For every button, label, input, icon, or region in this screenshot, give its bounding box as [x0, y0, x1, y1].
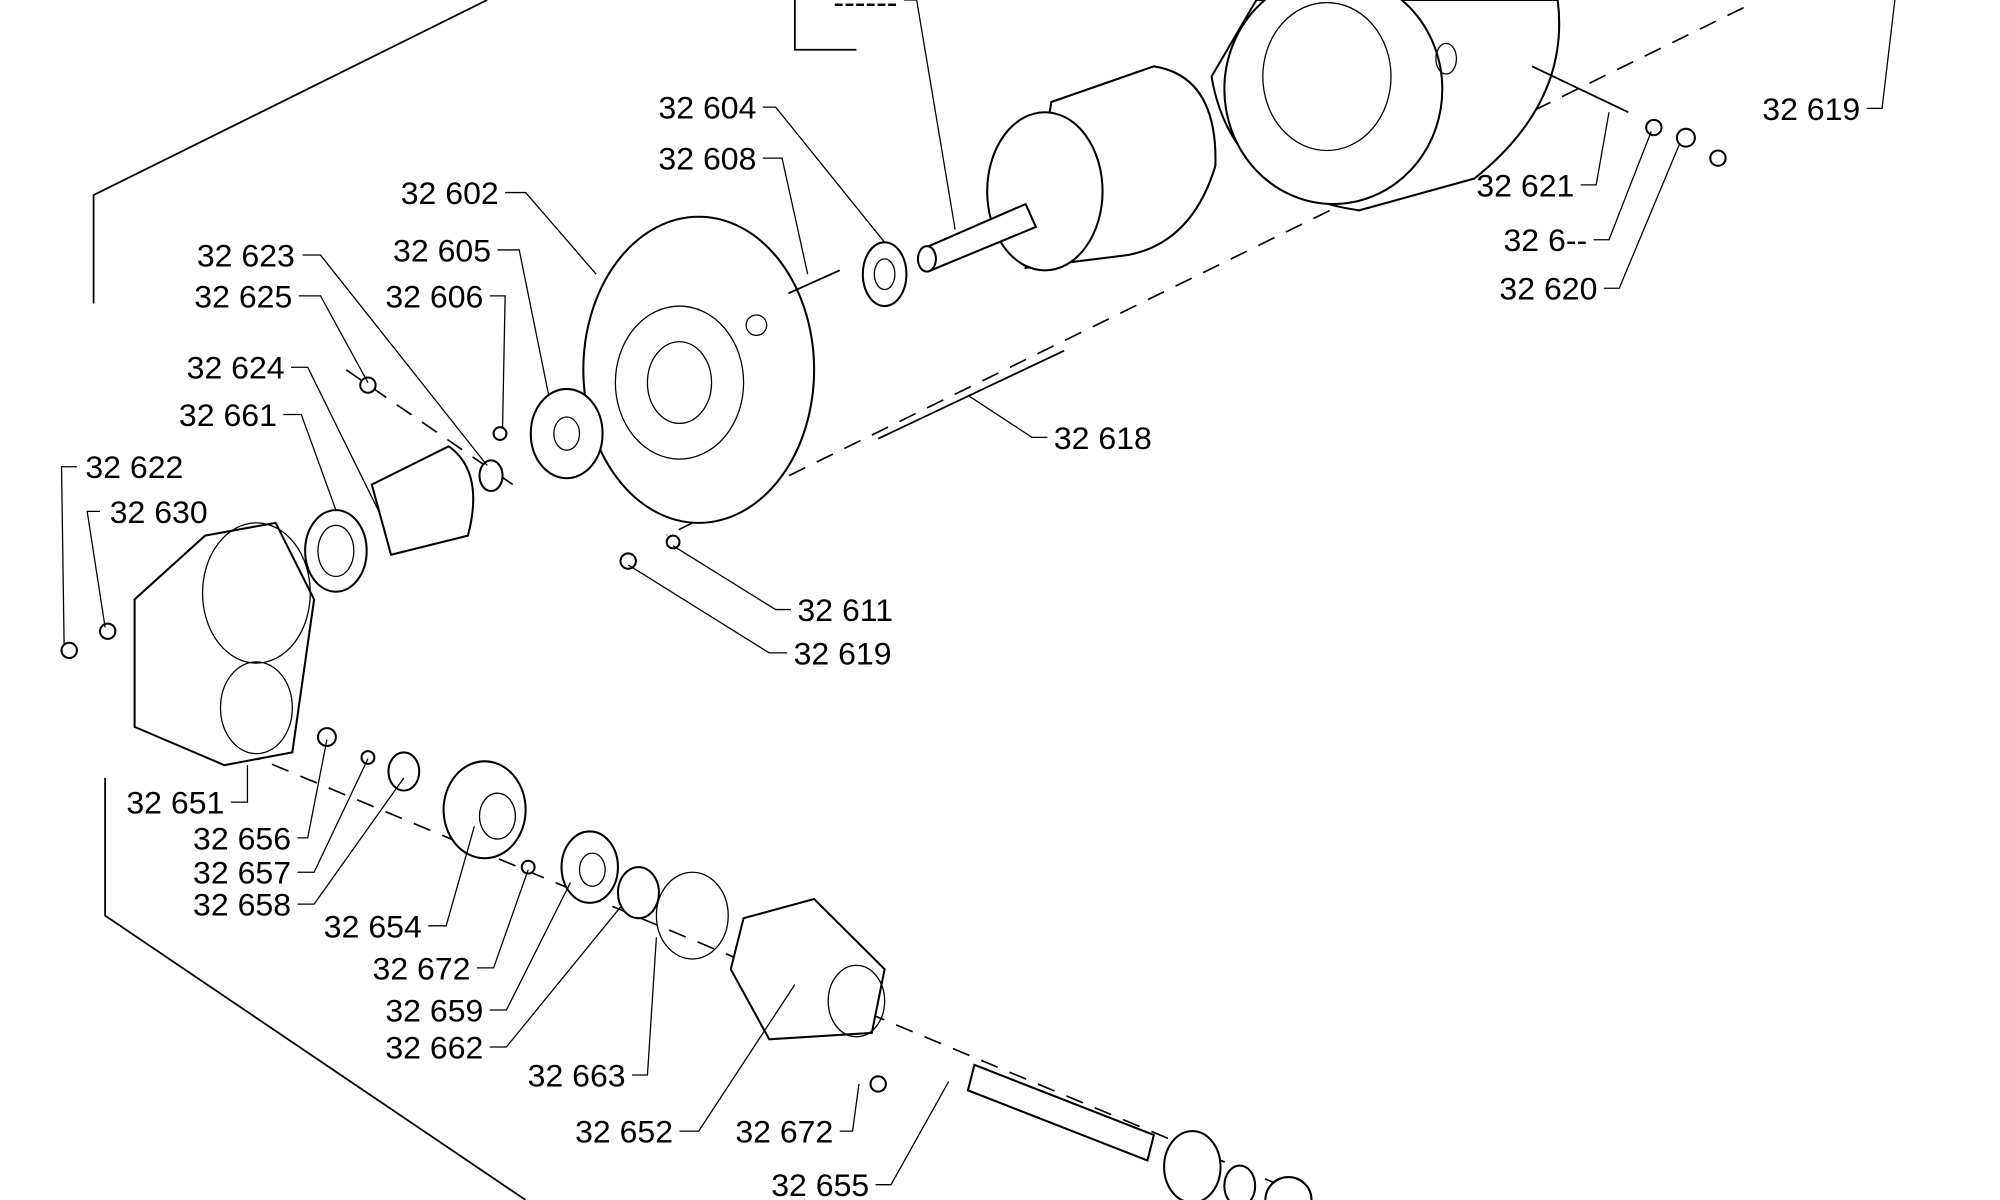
part-label: 32 604 [658, 90, 756, 126]
part-label: 32 625 [194, 278, 292, 314]
part-label: 32 658 [193, 887, 291, 923]
bearing [1163, 1130, 1222, 1200]
screw [316, 727, 337, 748]
part-label: 32 655 [771, 1167, 869, 1200]
bearing [861, 241, 908, 308]
part-label: 32 608 [658, 141, 756, 177]
o-ring [655, 871, 729, 960]
axis-upper [666, 6, 1744, 537]
plate [529, 387, 604, 480]
part-label: 32 620 [1499, 271, 1597, 307]
washer [1645, 118, 1663, 137]
tie-rod [877, 349, 1065, 440]
frame-line-top-left [92, 0, 488, 304]
gear [442, 760, 527, 860]
part-label: 32 602 [401, 175, 499, 211]
motor-housing [1210, 0, 1561, 212]
screw [869, 1075, 887, 1093]
circlip [478, 459, 504, 492]
part-label: 32 619 [1762, 91, 1860, 127]
spacer [1675, 127, 1696, 148]
output-shaft [966, 1063, 1156, 1162]
part-label: 32 651 [126, 785, 224, 821]
ring [1223, 1164, 1257, 1200]
disc [387, 751, 421, 792]
worm-shaft [370, 445, 475, 556]
part-label: 32 672 [373, 950, 471, 986]
screw [788, 269, 841, 295]
part-label: 32 657 [193, 855, 291, 891]
part-label: ------ [833, 0, 897, 20]
part-label: 32 623 [197, 238, 295, 274]
part-label: 32 618 [1054, 420, 1152, 456]
part-label: 32 656 [193, 820, 291, 856]
screw [492, 426, 508, 441]
part-label: 32 662 [385, 1030, 483, 1066]
leader-lines [60, 0, 1896, 1186]
screw [520, 859, 536, 875]
part-label: 32 622 [85, 449, 183, 485]
nut [1709, 149, 1727, 167]
part-label: 32 672 [735, 1114, 833, 1150]
part-label: 32 6-- [1503, 222, 1587, 258]
part-label: 32 611 [797, 592, 893, 628]
part-label: 32 624 [187, 350, 285, 386]
rotor [916, 65, 1217, 273]
seal [616, 866, 661, 920]
part-label: 32 663 [528, 1058, 626, 1094]
part-label: 32 661 [179, 397, 277, 433]
bearing [560, 830, 619, 904]
end-shield [582, 215, 816, 524]
part-label: 32 630 [110, 494, 208, 530]
part-label: 32 606 [385, 278, 483, 314]
nut [619, 552, 637, 570]
key [359, 376, 377, 394]
frame-line-top [793, 0, 857, 51]
washer [665, 534, 681, 550]
part-label: 32 659 [385, 993, 483, 1029]
washer [360, 750, 376, 765]
gear [1264, 1176, 1313, 1200]
gearbox-housing [133, 521, 316, 767]
washer [98, 622, 117, 640]
stud [1531, 65, 1629, 114]
part-label: 32 605 [393, 233, 491, 269]
part-label: 32 654 [324, 908, 422, 944]
nut [60, 641, 78, 660]
frame-line-bottom-left [104, 777, 527, 1200]
bearing-flange [729, 897, 886, 1041]
seal [304, 509, 368, 593]
part-label: 32 652 [575, 1114, 673, 1150]
part-label: 32 621 [1476, 167, 1574, 203]
part-label: 32 619 [794, 635, 892, 671]
